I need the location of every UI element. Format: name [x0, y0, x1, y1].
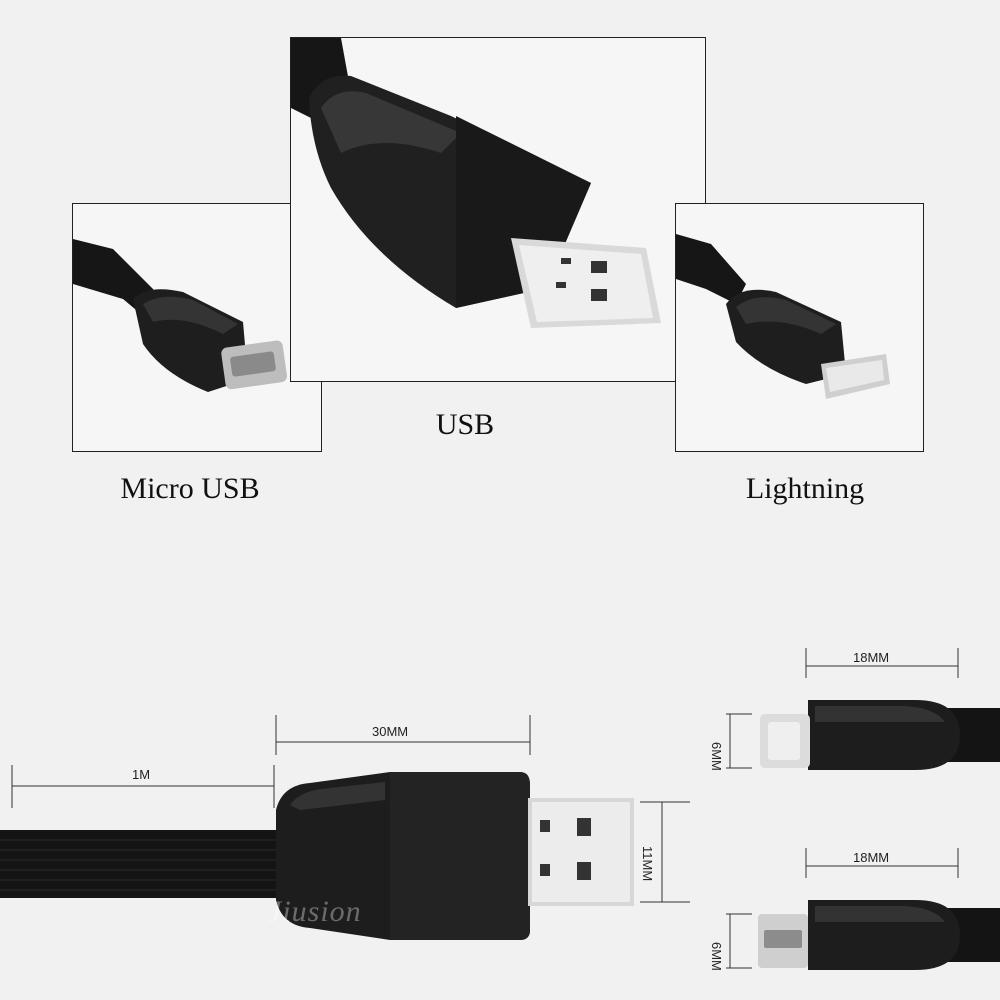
usb-photo-frame: [290, 37, 706, 382]
micro-width-label: 6MM: [709, 942, 724, 971]
micro-head: [808, 900, 960, 970]
usb-length-label: 30MM: [372, 724, 409, 739]
micro-usb-photo: [73, 239, 287, 392]
micro-length-label: 18MM: [853, 850, 890, 865]
micro-usb-caption: Micro USB: [120, 472, 260, 505]
usb-width-label: 11MM: [640, 846, 655, 882]
lightning-photo-frame: [675, 203, 924, 452]
micro-usb-photo-frame: [72, 203, 322, 452]
watermark: Jiusion: [268, 895, 362, 928]
flat-cable: [0, 830, 290, 898]
lightning-photo: [676, 234, 890, 399]
cable-length-label: 1M: [132, 767, 151, 782]
usb-photo: [291, 38, 661, 328]
dimension-diagram: [0, 648, 1000, 970]
lightning-head: [808, 700, 960, 770]
usb-caption: USB: [435, 408, 495, 441]
lightning-caption: Lightning: [745, 472, 865, 505]
lightning-length-label: 18MM: [853, 650, 890, 665]
lightning-width-label: 6MM: [709, 742, 724, 771]
